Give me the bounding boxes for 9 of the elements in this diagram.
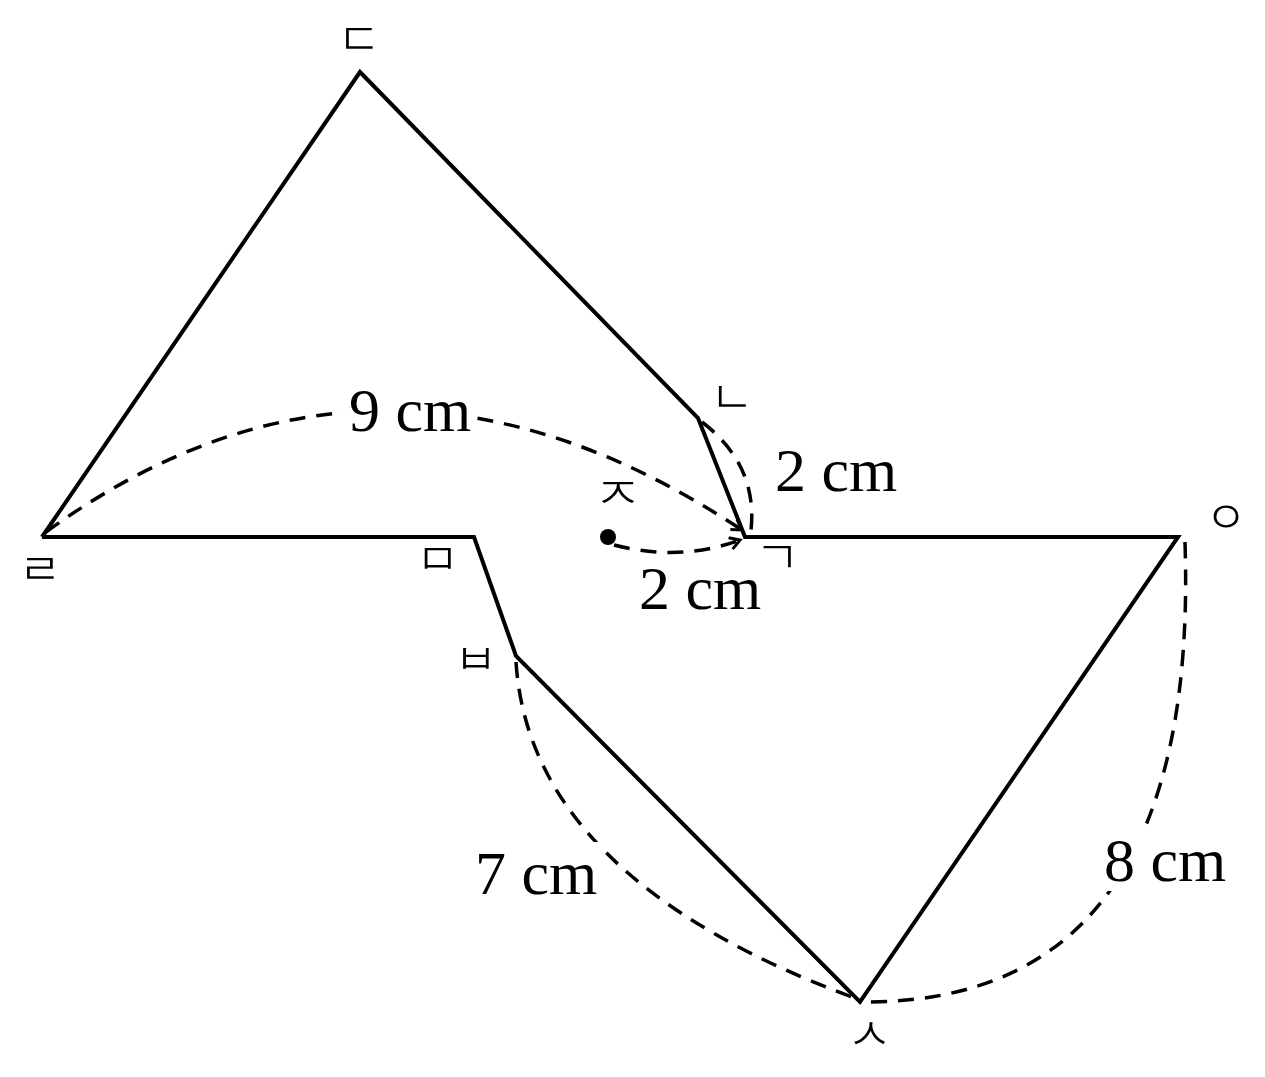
point-label: ㄹ [18, 548, 62, 592]
point-label: ㅂ [454, 638, 498, 682]
point-label: ㅁ [416, 538, 460, 582]
point-label: ㅈ [596, 472, 640, 516]
point-label: ㄷ [338, 18, 382, 62]
dimension-label: 2 cm [774, 439, 898, 501]
point-label: ㅅ [848, 1013, 892, 1057]
point-label: ㄴ [710, 376, 754, 420]
point-label: ㅇ [1204, 496, 1248, 540]
